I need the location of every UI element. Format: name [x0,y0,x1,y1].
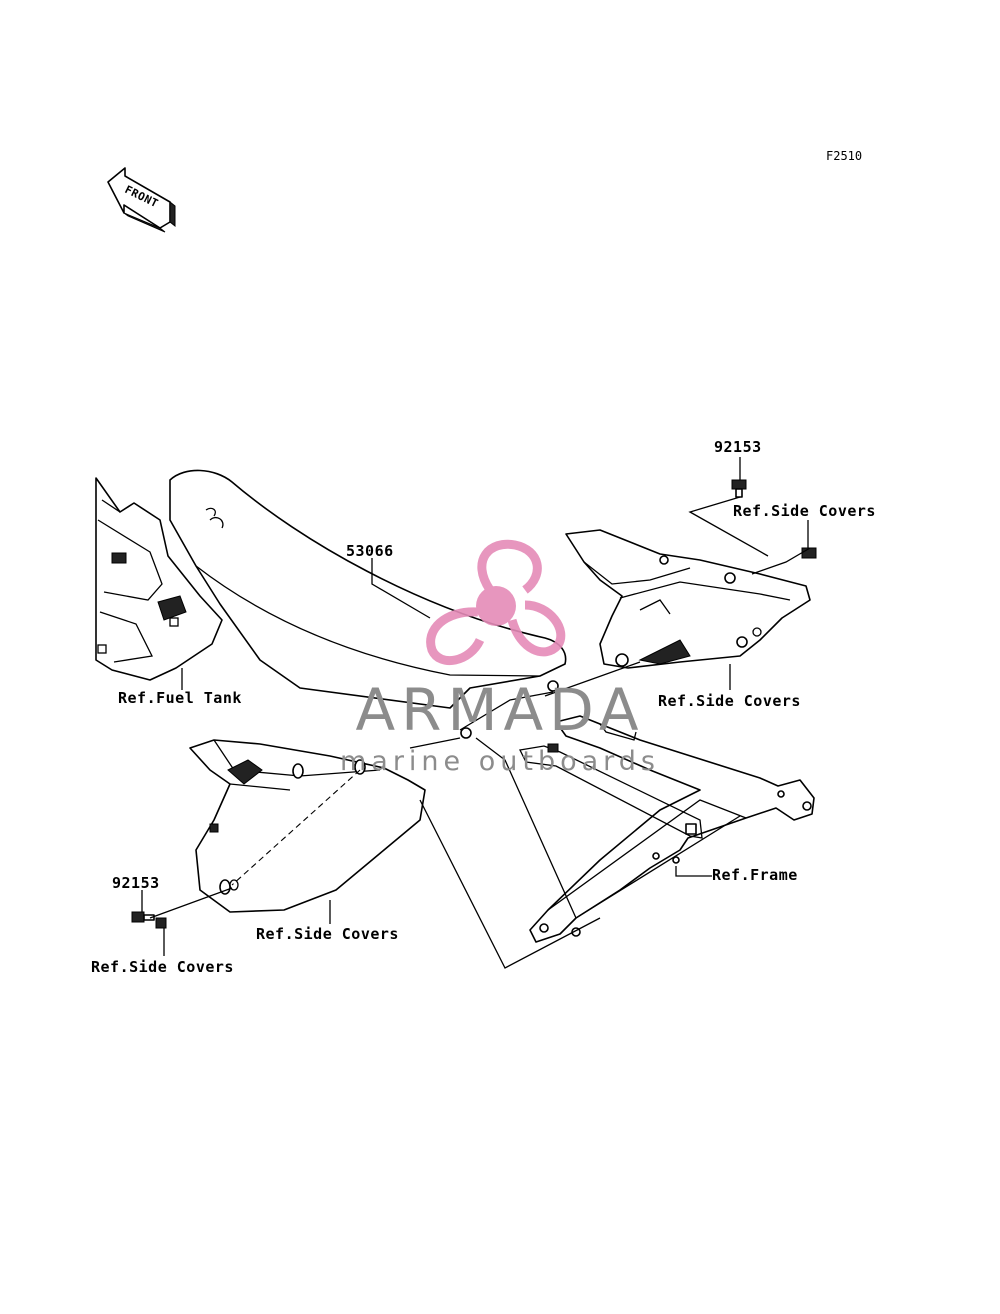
propeller-blade-3 [507,600,566,657]
part-number-53066[interactable]: 53066 [346,542,394,560]
ref-side-covers-top-right[interactable]: Ref.Side Covers [733,502,876,520]
ref-side-covers-right[interactable]: Ref.Side Covers [658,692,801,710]
figure-code: F2510 [826,149,862,163]
propeller-blade-1 [477,539,542,594]
left-side-cover-drawing [189,739,426,913]
watermark-tagline: marine outboards [340,746,660,777]
frame-drawing [519,715,815,943]
watermark-brand: ARMADA [355,676,644,744]
ref-side-covers-bottom[interactable]: Ref.Side Covers [91,958,234,976]
right-side-cover-drawing [565,529,811,669]
ref-side-covers-left[interactable]: Ref.Side Covers [256,925,399,943]
bolt-right-icon [801,547,817,559]
part-number-92153-bottom[interactable]: 92153 [112,874,160,892]
bolt-bottom-icon [131,911,155,923]
ref-fuel-tank[interactable]: Ref.Fuel Tank [118,689,242,707]
armada-logo-icon [426,539,566,665]
propeller-blade-2 [426,607,485,665]
seat-drawing [169,469,567,739]
ref-frame[interactable]: Ref.Frame [712,866,798,884]
leader-lines [141,457,811,969]
washer-bottom-icon [155,917,167,929]
part-number-92153-top[interactable]: 92153 [714,438,762,456]
front-arrow-icon: FRONT [107,167,176,233]
bolt-top-icon [731,479,747,498]
fuel-tank-drawing [95,477,223,681]
